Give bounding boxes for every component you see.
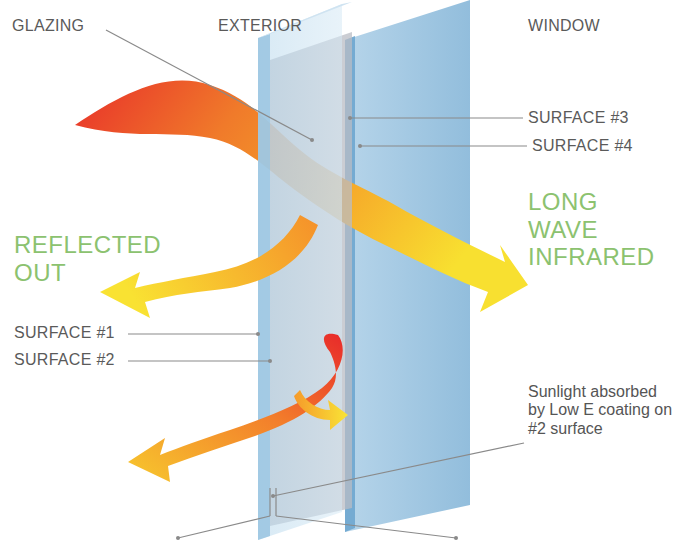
heat-label: LONG WAVE INFRARED [528,188,658,271]
surface-label: SURFACE #2 [14,351,126,369]
surface-label: SURFACE #4 [532,137,672,155]
side-label: WINDOW [528,17,638,35]
surface-label: SURFACE #3 [528,109,668,127]
pane-edge [258,34,270,540]
leader-dots [176,116,458,540]
note-text: Sunlight absorbed by Low E coating on #2… [528,383,676,438]
inward-arrow [294,390,348,430]
side-label: EXTERIOR [218,17,328,35]
heat-label: REFLECTED OUT [14,231,164,286]
leader-lines [106,30,527,538]
part-label: GLAZING [12,17,122,35]
reflected-ribbon [100,215,318,318]
surface-label: SURFACE #1 [14,324,126,342]
